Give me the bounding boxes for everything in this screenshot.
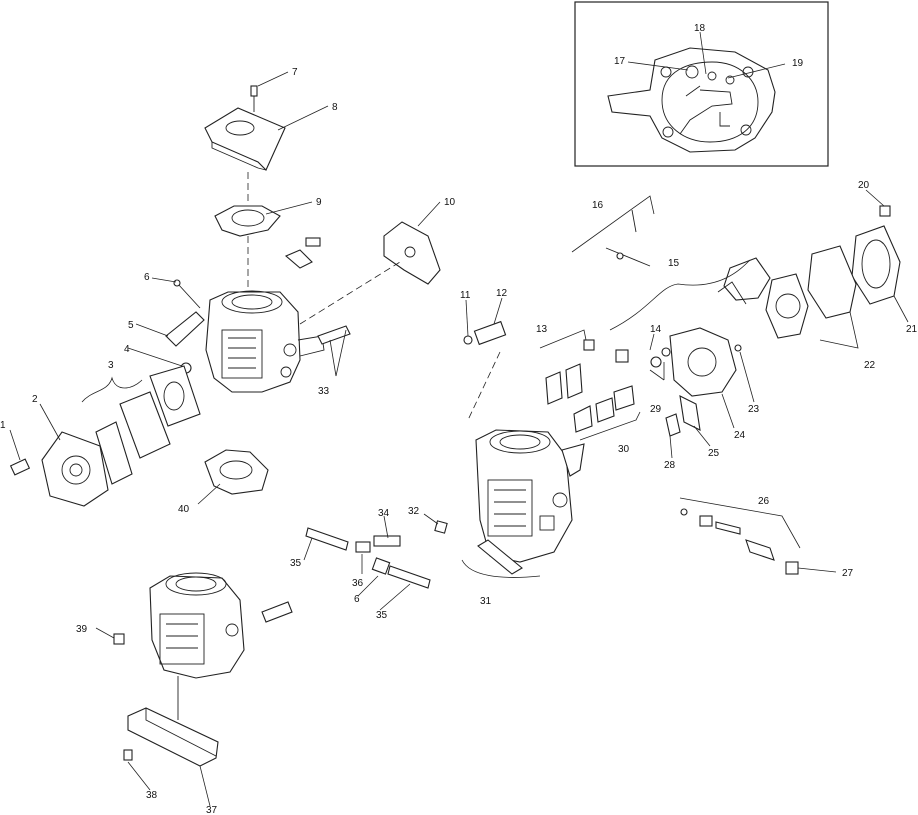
gasket-part-40 <box>204 449 269 495</box>
callout-24: 24 <box>734 430 746 441</box>
callout-7: 7 <box>292 67 298 78</box>
callout-34: 34 <box>378 508 390 519</box>
carburetor-body-upper-left <box>205 290 325 393</box>
gasket-part-9 <box>214 205 281 237</box>
valve-part-15 <box>717 257 771 305</box>
callout-18: 18 <box>694 23 706 34</box>
callout-10: 10 <box>444 197 456 208</box>
callout-27: 27 <box>842 568 854 579</box>
callout-6: 6 <box>144 272 150 283</box>
callout-40: 40 <box>178 504 190 515</box>
bracket-part-37 <box>127 707 219 767</box>
callout-28: 28 <box>664 460 676 471</box>
diaphragm-cover-part-21 <box>851 225 901 305</box>
callout-17: 17 <box>614 56 626 67</box>
callout-6-lower: 6 <box>354 594 360 605</box>
callout-9: 9 <box>316 197 322 208</box>
gasket-set-part-3 <box>95 365 201 485</box>
callout-14: 14 <box>650 324 662 335</box>
callout-22: 22 <box>864 360 876 371</box>
screw-part-7 <box>250 85 258 112</box>
fitting-part-33 <box>317 325 351 345</box>
callout-1: 1 <box>0 420 6 431</box>
linkage-part-13 <box>545 339 595 405</box>
callout-38: 38 <box>146 790 158 801</box>
screw-part-20 <box>879 205 891 217</box>
cap-part-12 <box>473 320 507 346</box>
callout-31: 31 <box>480 596 492 607</box>
callout-8: 8 <box>332 102 338 113</box>
screw-part-38 <box>123 749 133 761</box>
callout-30: 30 <box>618 444 630 455</box>
fitting-part-36 <box>355 541 371 553</box>
screw-part-1 <box>9 458 31 476</box>
clip-part-25 <box>679 395 701 431</box>
needle-set-part-31 <box>477 539 523 575</box>
callout-33: 33 <box>318 386 330 397</box>
small-linkage-upper <box>284 237 321 269</box>
diaphragm-set-part-22 <box>765 245 857 339</box>
callout-35-upper: 35 <box>290 558 302 569</box>
pump-cover-part-2 <box>41 431 109 507</box>
callout-26: 26 <box>758 496 770 507</box>
inset-detail <box>574 1 829 167</box>
nut-part-11 <box>463 335 473 345</box>
bracket-part-10 <box>383 221 441 285</box>
callout-13: 13 <box>536 324 548 335</box>
rod-part-16 <box>605 209 651 267</box>
callout-21: 21 <box>906 324 918 335</box>
callout-32: 32 <box>408 506 420 517</box>
callout-39: 39 <box>76 624 88 635</box>
callout-11: 11 <box>460 290 471 301</box>
callout-5: 5 <box>128 320 134 331</box>
callout-3: 3 <box>108 360 114 371</box>
callout-19: 19 <box>792 58 804 69</box>
callout-15: 15 <box>668 258 680 269</box>
clip-part-28 <box>665 413 681 437</box>
fitting-part-34 <box>373 535 401 547</box>
pin-part-6 <box>173 279 201 309</box>
linkage-part-30 <box>573 385 635 433</box>
callout-4: 4 <box>124 344 130 355</box>
callout-37: 37 <box>206 805 218 815</box>
needle-assembly-part-26 <box>680 508 775 561</box>
callout-29: 29 <box>650 404 662 415</box>
callout-12: 12 <box>496 288 508 299</box>
cap-part-27 <box>785 561 799 575</box>
hose-part-35-upper <box>305 527 349 551</box>
callout-36: 36 <box>352 578 364 589</box>
callout-23: 23 <box>748 404 760 415</box>
carburetor-body-center <box>475 429 585 563</box>
screw-part-39 <box>113 633 125 645</box>
valve-parts-part-14 <box>615 347 671 368</box>
hose-part-5 <box>165 311 205 347</box>
callout-35-lower: 35 <box>376 610 388 621</box>
cover-plate-part-8 <box>204 107 286 171</box>
callout-16: 16 <box>592 200 604 211</box>
callout-2: 2 <box>32 394 38 405</box>
fitting-part-6-lower <box>371 557 391 575</box>
hose-part-35-lower <box>387 565 431 589</box>
carburetor-body-lower-left <box>149 572 293 679</box>
nut-part-23 <box>734 344 742 352</box>
callout-20: 20 <box>858 180 870 191</box>
pump-cover-part-24 <box>669 327 737 397</box>
callout-25: 25 <box>708 448 720 459</box>
